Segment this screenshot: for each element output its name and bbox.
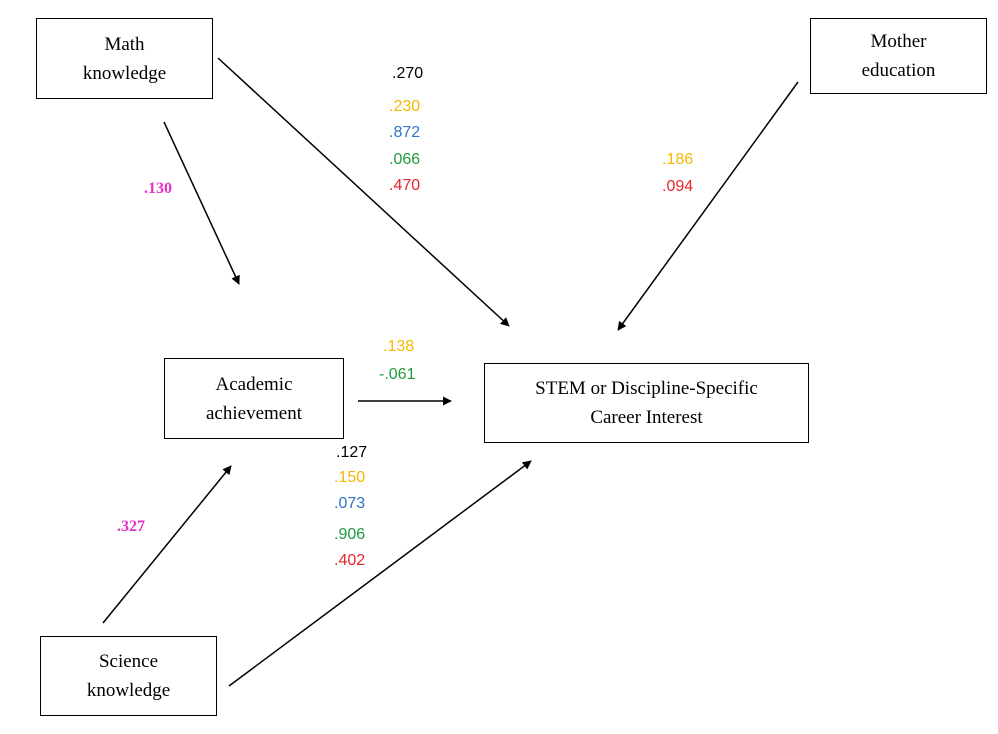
node-label-line: Math	[104, 33, 145, 55]
node-label-line: knowledge	[82, 62, 167, 84]
coef-math-stem-2: .230	[389, 98, 421, 115]
arrow-math-to-stem	[217, 57, 510, 327]
coef-science-stem-3: .073	[334, 495, 366, 512]
node-label-line: Mother	[870, 31, 927, 52]
coef-math-stem-4: .066	[389, 151, 421, 168]
node-label-line: Academic	[215, 373, 293, 395]
coef-science-stem-1: .127	[336, 444, 368, 461]
coef-math-academic: .130	[144, 180, 172, 197]
node-label-line: achievement	[205, 402, 302, 424]
node-label-line: education	[861, 60, 936, 81]
coef-science-academic: .327	[117, 518, 145, 535]
arrow-mother-to-stem	[617, 81, 799, 331]
node-label-line: Science	[98, 651, 159, 672]
coef-science-stem-2: .150	[334, 469, 366, 486]
node-science-knowledge: Science knowledge	[40, 636, 217, 716]
node-mother-education: Mother education	[810, 18, 987, 94]
coef-mother-stem-2: .094	[662, 178, 694, 195]
arrow-math-to-academic	[163, 121, 240, 285]
coef-math-stem-1: .270	[392, 65, 424, 82]
coef-academic-stem-2: -.061	[379, 366, 416, 383]
node-math-knowledge: Math knowledge	[36, 18, 213, 99]
coef-academic-stem-1: .138	[383, 338, 415, 355]
node-academic-achievement: Academic achievement	[164, 358, 344, 439]
coef-mother-stem-1: .186	[662, 151, 694, 168]
coef-science-stem-4: .906	[334, 526, 366, 543]
coef-science-stem-5: .402	[334, 552, 366, 569]
node-stem-career-interest: STEM or Discipline-Specific Career Inter…	[484, 363, 809, 443]
coef-math-stem-5: .470	[389, 177, 421, 194]
node-label-line: Career Interest	[590, 407, 703, 428]
coef-math-stem-3: .872	[389, 124, 421, 141]
node-label-line: STEM or Discipline-Specific	[535, 378, 758, 399]
node-label-line: knowledge	[86, 680, 171, 701]
arrow-science-to-academic	[102, 465, 232, 624]
arrow-science-to-stem	[228, 460, 532, 687]
